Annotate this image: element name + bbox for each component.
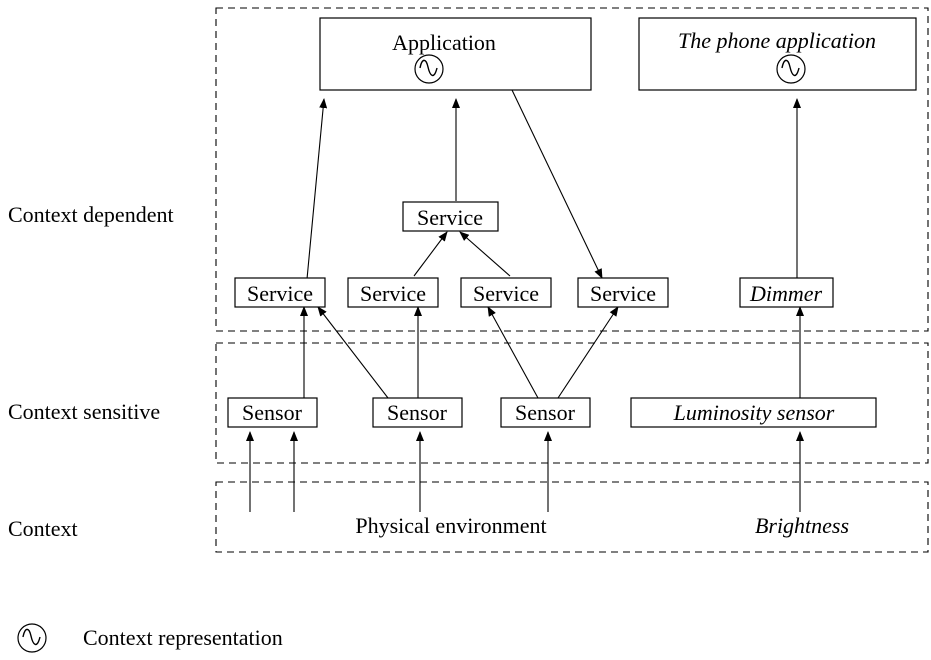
sensor-node-2: Sensor <box>372 397 463 428</box>
application-box <box>319 17 592 91</box>
edge-service1-to-application <box>306 98 328 280</box>
application-node: Application <box>319 17 592 91</box>
context-representation-icon <box>776 54 806 84</box>
service-label: Service <box>247 281 313 306</box>
edge-sensor3-to-service4 <box>557 306 619 399</box>
context-sensitive-layer-frame <box>215 342 929 464</box>
dimmer-node: Dimmer <box>739 277 834 308</box>
legend: Context representation <box>17 623 283 653</box>
service-label: Service <box>417 205 483 230</box>
edge-service3-to-service-top <box>459 231 511 277</box>
brightness-label: Brightness <box>755 513 849 538</box>
service-node-3: Service <box>460 277 552 308</box>
service-node-1: Service <box>234 277 326 308</box>
luminosity-sensor-node: Luminosity sensor <box>630 397 877 428</box>
phone-application-label: The phone application <box>678 28 876 53</box>
edge-sensor2-to-service1 <box>317 306 389 399</box>
connectors <box>246 89 804 512</box>
phone-application-node: The phone application <box>638 17 917 91</box>
sensor-label: Sensor <box>515 400 576 425</box>
context-representation-icon <box>17 623 47 653</box>
context-representation-icon <box>414 54 444 84</box>
sensor-node-3: Sensor <box>500 397 591 428</box>
service-node-4: Service <box>577 277 669 308</box>
service-node-2: Service <box>347 277 439 308</box>
context-dependent-layer-frame <box>215 7 929 332</box>
sensor-label: Sensor <box>242 400 303 425</box>
sensor-label: Sensor <box>387 400 448 425</box>
service-label: Service <box>360 281 426 306</box>
layer-label-context-dependent: Context dependent <box>8 202 174 227</box>
luminosity-sensor-label: Luminosity sensor <box>673 400 835 425</box>
physical-environment-label: Physical environment <box>355 513 546 538</box>
service-node-top: Service <box>402 201 499 232</box>
context-layer-frame <box>215 481 929 553</box>
layer-label-context-sensitive: Context sensitive <box>8 399 160 424</box>
dimmer-label: Dimmer <box>749 281 823 306</box>
legend-label: Context representation <box>83 625 283 650</box>
service-label: Service <box>590 281 656 306</box>
edge-sensor3-to-service3 <box>487 306 539 399</box>
edge-service2-to-service-top <box>413 231 448 277</box>
edge-application-to-service4 <box>511 89 603 279</box>
service-label: Service <box>473 281 539 306</box>
application-label: Application <box>392 30 496 55</box>
sensor-node-1: Sensor <box>227 397 318 428</box>
layer-label-context: Context <box>8 516 78 541</box>
phone-application-box <box>638 17 917 91</box>
